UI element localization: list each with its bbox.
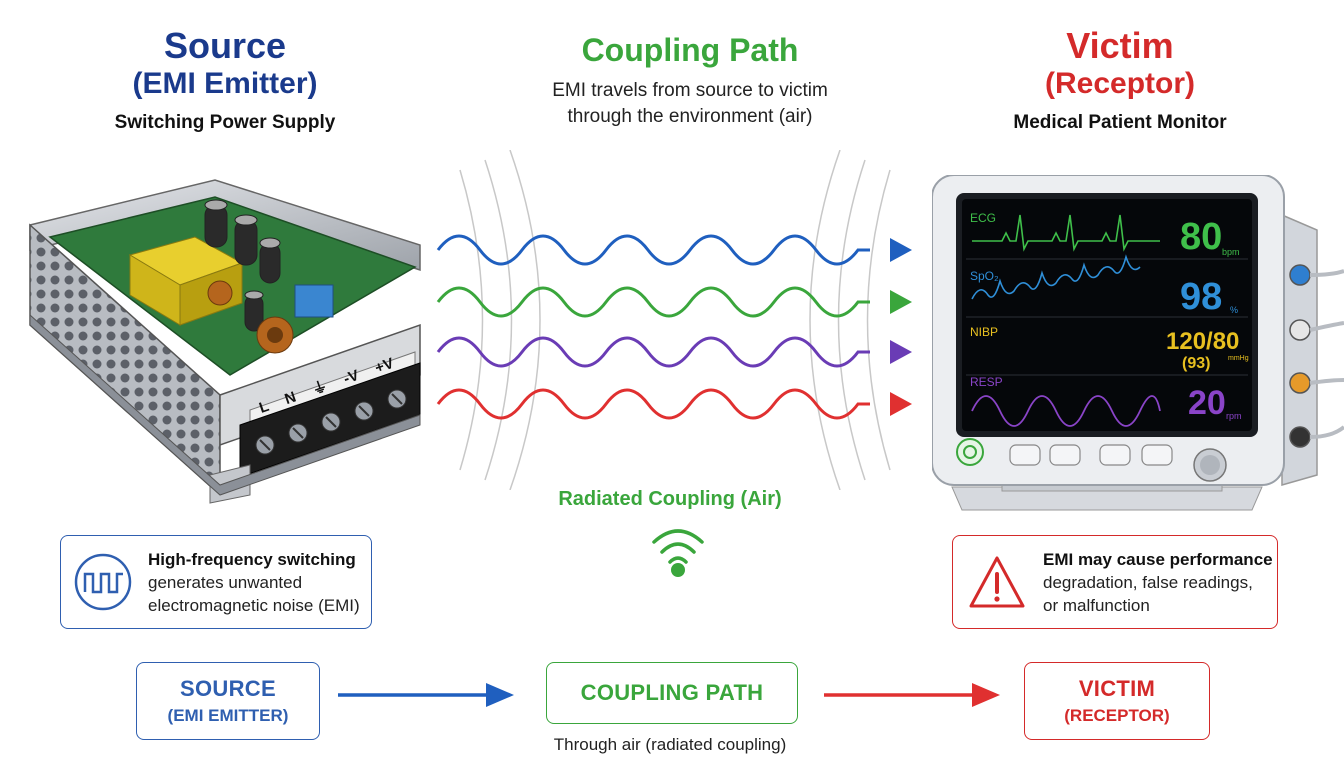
- nibp-unit: mmHg: [1228, 355, 1249, 362]
- nibp-label: NIBP: [970, 325, 999, 339]
- monitor-body: [932, 175, 1344, 511]
- spo2-value: 98: [1180, 276, 1223, 318]
- terminal-ground: ⏚: [310, 377, 330, 399]
- flow-arrow-blue: [338, 683, 514, 707]
- terminal-n: N: [282, 388, 299, 409]
- power-supply-illustration: [29, 179, 421, 504]
- source-note-line3: electromagnetic noise (EMI): [148, 596, 360, 615]
- wave-green: [436, 286, 870, 318]
- resp-label: RESP: [970, 375, 1003, 389]
- resp-trace: [971, 395, 1161, 427]
- flow-coupling-box: COUPLING PATH: [546, 662, 798, 724]
- flow-source-title: SOURCE: [180, 676, 276, 701]
- victim-subtitle: (Receptor): [1044, 67, 1195, 100]
- flow-victim-title: VICTIM: [1078, 676, 1156, 701]
- ecg-trace: [972, 214, 1160, 252]
- nibp-value: 120/80: [1166, 328, 1240, 355]
- ecg-label: ECG: [970, 211, 997, 225]
- resp-value: 20: [1188, 384, 1226, 422]
- victim-note-box: EMI may cause performance degradation, f…: [952, 535, 1278, 629]
- wave-blue: [436, 234, 870, 266]
- patient-monitor: ECG 80 bpm SpO₂ 98 % NIBP 120/80 (93) mm…: [932, 175, 1344, 515]
- victim-caption: Medical Patient Monitor: [1013, 112, 1227, 133]
- victim-title: Victim: [1066, 25, 1174, 66]
- coupling-desc-line1: EMI travels from source to victim: [552, 80, 828, 101]
- radiated-coupling-label: Radiated Coupling (Air): [558, 488, 782, 510]
- source-note-bold: High-frequency switching: [148, 550, 356, 569]
- source-subtitle: (EMI Emitter): [132, 67, 318, 100]
- wave-purple: [436, 336, 870, 368]
- ecg-value: 80: [1180, 216, 1223, 258]
- coupling-header: Coupling Path EMI travels from source to…: [500, 30, 880, 130]
- spo2-trace: [971, 254, 1141, 300]
- flow-coupling-title: COUPLING PATH: [580, 680, 764, 705]
- ecg-unit: bpm: [1222, 247, 1240, 257]
- victim-note-line2: degradation, false readings,: [1043, 573, 1253, 592]
- terminal-neg-v: -V: [341, 366, 362, 388]
- emi-waves: [436, 150, 912, 490]
- source-note-box: High-frequency switching generates unwan…: [60, 535, 372, 629]
- wireless-signal-icon: [652, 529, 704, 577]
- coupling-title: Coupling Path: [581, 32, 799, 68]
- square-wave-icon: [74, 553, 132, 611]
- flow-source-box: SOURCE (EMI EMITTER): [136, 662, 320, 740]
- spo2-label: SpO₂: [970, 269, 999, 283]
- flow-coupling-caption: Through air (radiated coupling): [553, 735, 787, 754]
- victim-note-bold: EMI may cause performance: [1043, 550, 1273, 569]
- nibp-mean: (93): [1182, 355, 1211, 372]
- spo2-unit: %: [1230, 305, 1239, 315]
- wave-red: [436, 388, 870, 420]
- flow-victim-box: VICTIM (RECEPTOR): [1024, 662, 1210, 740]
- coupling-desc-line2: through the environment (air): [567, 106, 813, 127]
- victim-header: Victim (Receptor) Medical Patient Monito…: [955, 26, 1285, 134]
- flow-arrow-red: [824, 683, 1000, 707]
- warning-icon: [969, 556, 1025, 608]
- source-note-line2: generates unwanted: [148, 573, 303, 592]
- source-caption: Switching Power Supply: [114, 112, 336, 133]
- source-header: Source (EMI Emitter) Switching Power Sup…: [60, 26, 390, 134]
- victim-note-line3: or malfunction: [1043, 596, 1150, 615]
- source-title: Source: [163, 25, 287, 66]
- flow-victim-sub: (RECEPTOR): [1064, 706, 1170, 725]
- resp-unit: rpm: [1226, 411, 1242, 421]
- flow-source-sub: (EMI EMITTER): [167, 706, 289, 725]
